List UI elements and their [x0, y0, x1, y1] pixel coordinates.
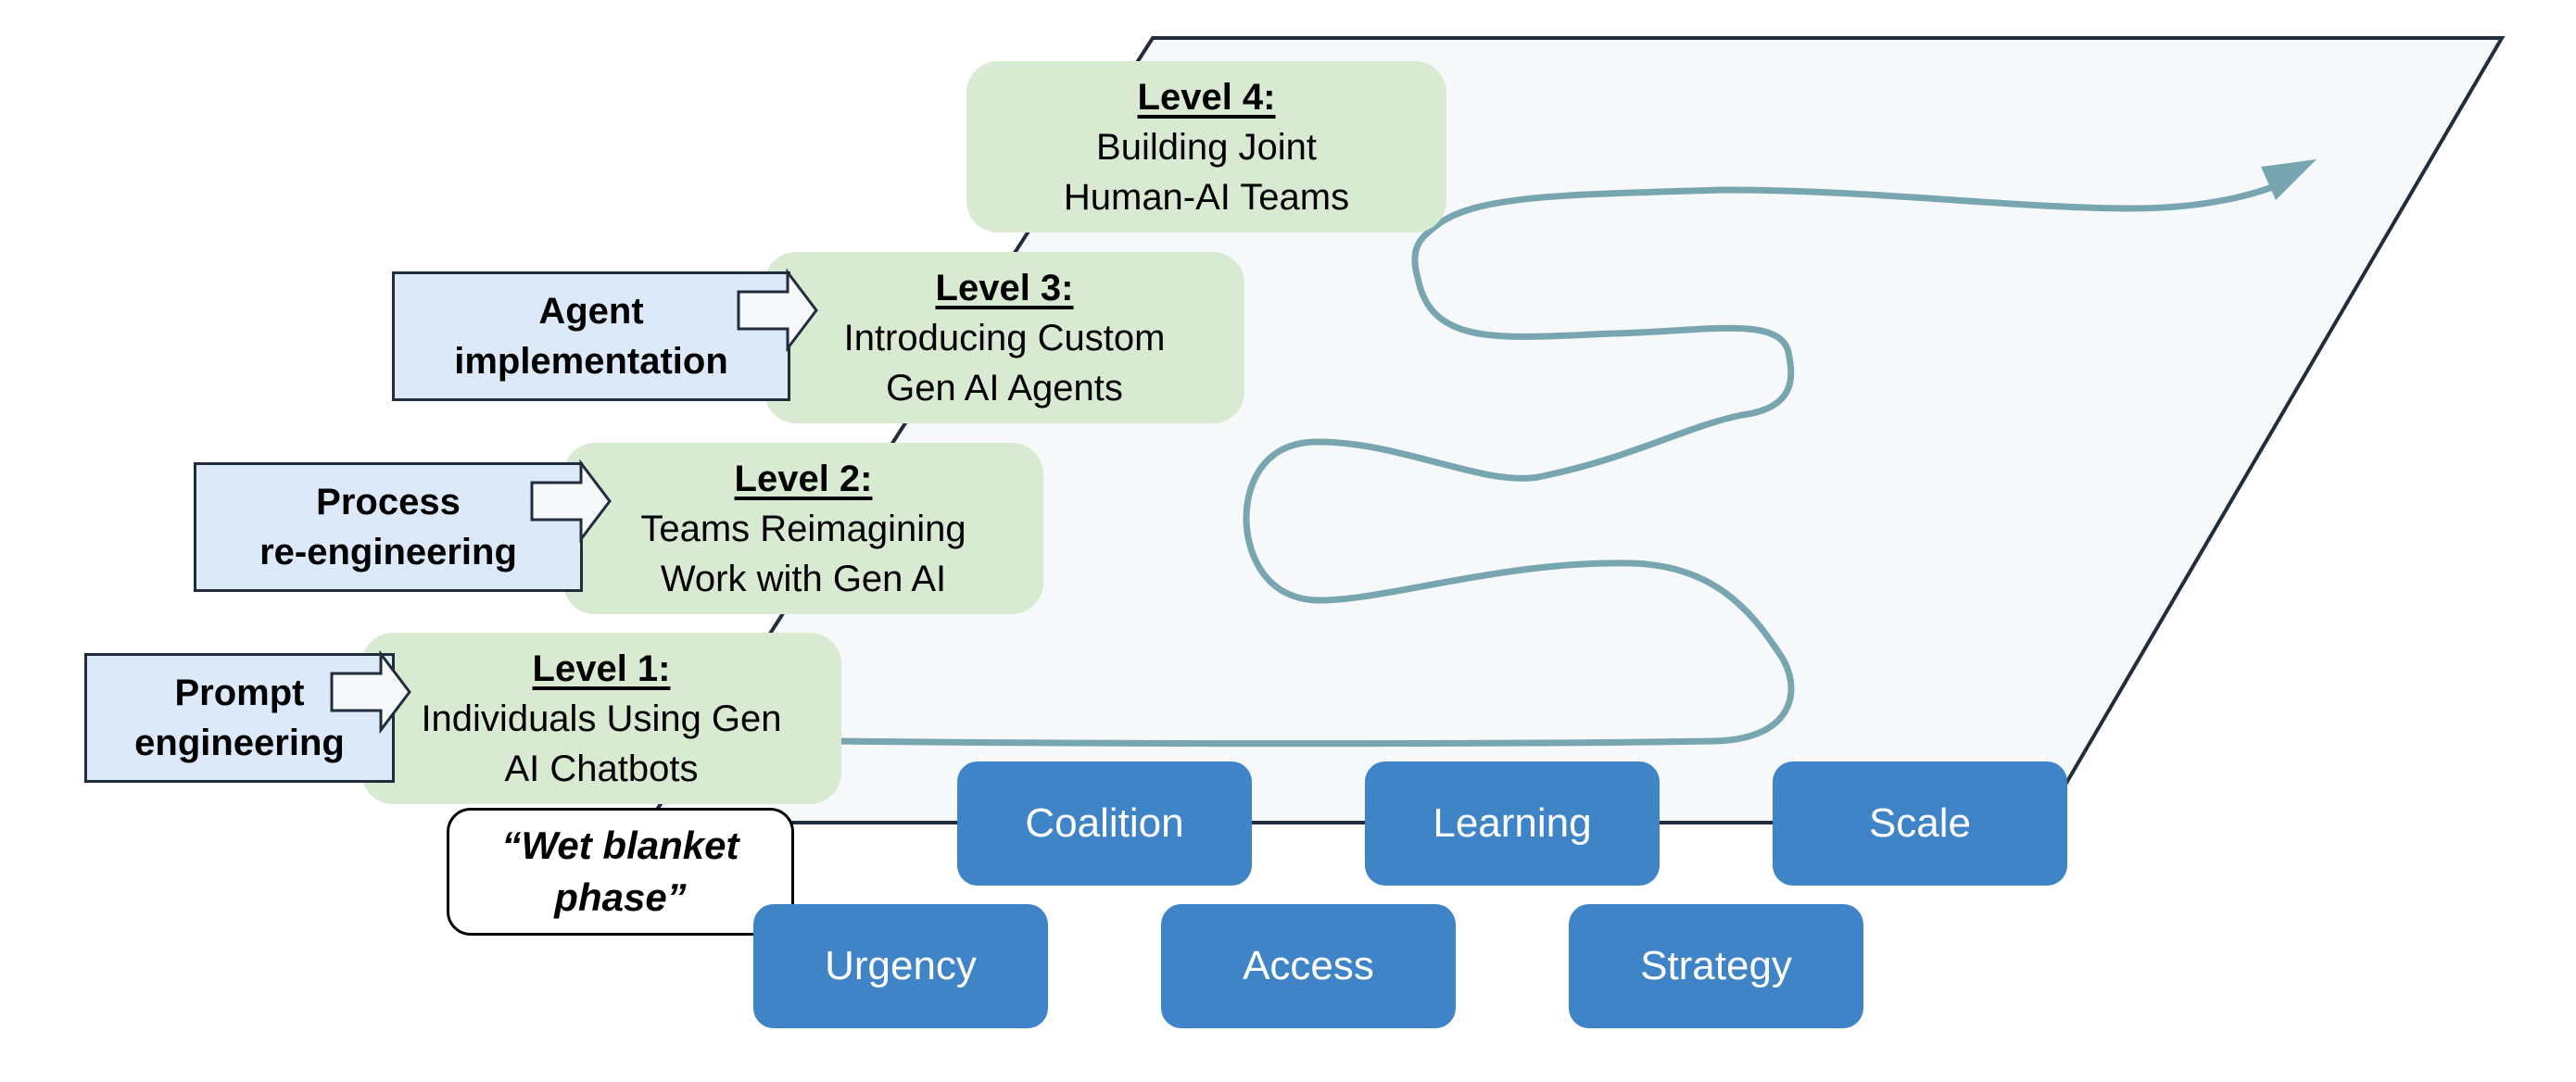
driver-prompt-engineering: Prompt engineering — [84, 653, 395, 783]
driver-3-line1: Agent — [538, 291, 644, 332]
factor-urgency: Urgency — [753, 904, 1048, 1028]
journey-path — [835, 174, 2297, 748]
driver-1-line1: Prompt — [174, 673, 305, 713]
factor-scale: Scale — [1773, 761, 2067, 886]
level-2-line1: Teams Reimagining — [640, 508, 966, 549]
driver-2-line2: re-engineering — [259, 532, 517, 572]
driver-3-arrow-icon — [737, 269, 818, 352]
driver-3-line2: implementation — [454, 341, 728, 382]
level-3-title: Level 3: — [935, 267, 1074, 308]
factor-learning: Learning — [1365, 761, 1660, 886]
factor-scale-label: Scale — [1868, 800, 1972, 846]
factor-urgency-label: Urgency — [825, 943, 977, 988]
level-4-line1: Building Joint — [1096, 126, 1317, 168]
factor-access-label: Access — [1243, 943, 1374, 988]
level-3-line1: Introducing Custom — [843, 317, 1166, 359]
driver-2-line1: Process — [316, 482, 461, 522]
level-1-line2: AI Chatbots — [504, 748, 699, 789]
driver-agent-implementation: Agent implementation — [392, 271, 790, 401]
maturity-plane — [645, 36, 2506, 824]
driver-2-arrow-icon — [530, 459, 612, 543]
wet-blanket-phase-label: “Wet blanket phase” — [447, 808, 794, 936]
driver-1-arrow-icon — [330, 650, 411, 734]
level-4-line2: Human-AI Teams — [1063, 176, 1350, 218]
phase-line2: phase” — [554, 875, 687, 919]
factor-access: Access — [1161, 904, 1456, 1028]
factor-coalition: Coalition — [957, 761, 1252, 886]
level-1-title: Level 1: — [532, 648, 671, 689]
level-2-box: Level 2: Teams Reimagining Work with Gen… — [563, 443, 1043, 614]
level-2-title: Level 2: — [734, 458, 873, 499]
level-3-box: Level 3: Introducing Custom Gen AI Agent… — [764, 252, 1244, 423]
phase-line1: “Wet blanket — [501, 824, 739, 867]
driver-process-reengineering: Process re-engineering — [194, 462, 583, 592]
journey-arrowhead — [2261, 159, 2317, 200]
level-2-line2: Work with Gen AI — [660, 558, 947, 599]
level-4-box: Level 4: Building Joint Human-AI Teams — [966, 61, 1446, 233]
factor-strategy: Strategy — [1569, 904, 1863, 1028]
factor-strategy-label: Strategy — [1640, 943, 1792, 988]
driver-1-line2: engineering — [134, 723, 345, 763]
factor-coalition-label: Coalition — [1025, 800, 1184, 846]
level-4-title: Level 4: — [1137, 76, 1276, 118]
level-1-box: Level 1: Individuals Using Gen AI Chatbo… — [361, 633, 841, 804]
level-3-line2: Gen AI Agents — [886, 367, 1123, 409]
level-1-line1: Individuals Using Gen — [421, 698, 782, 739]
factor-learning-label: Learning — [1433, 800, 1592, 846]
